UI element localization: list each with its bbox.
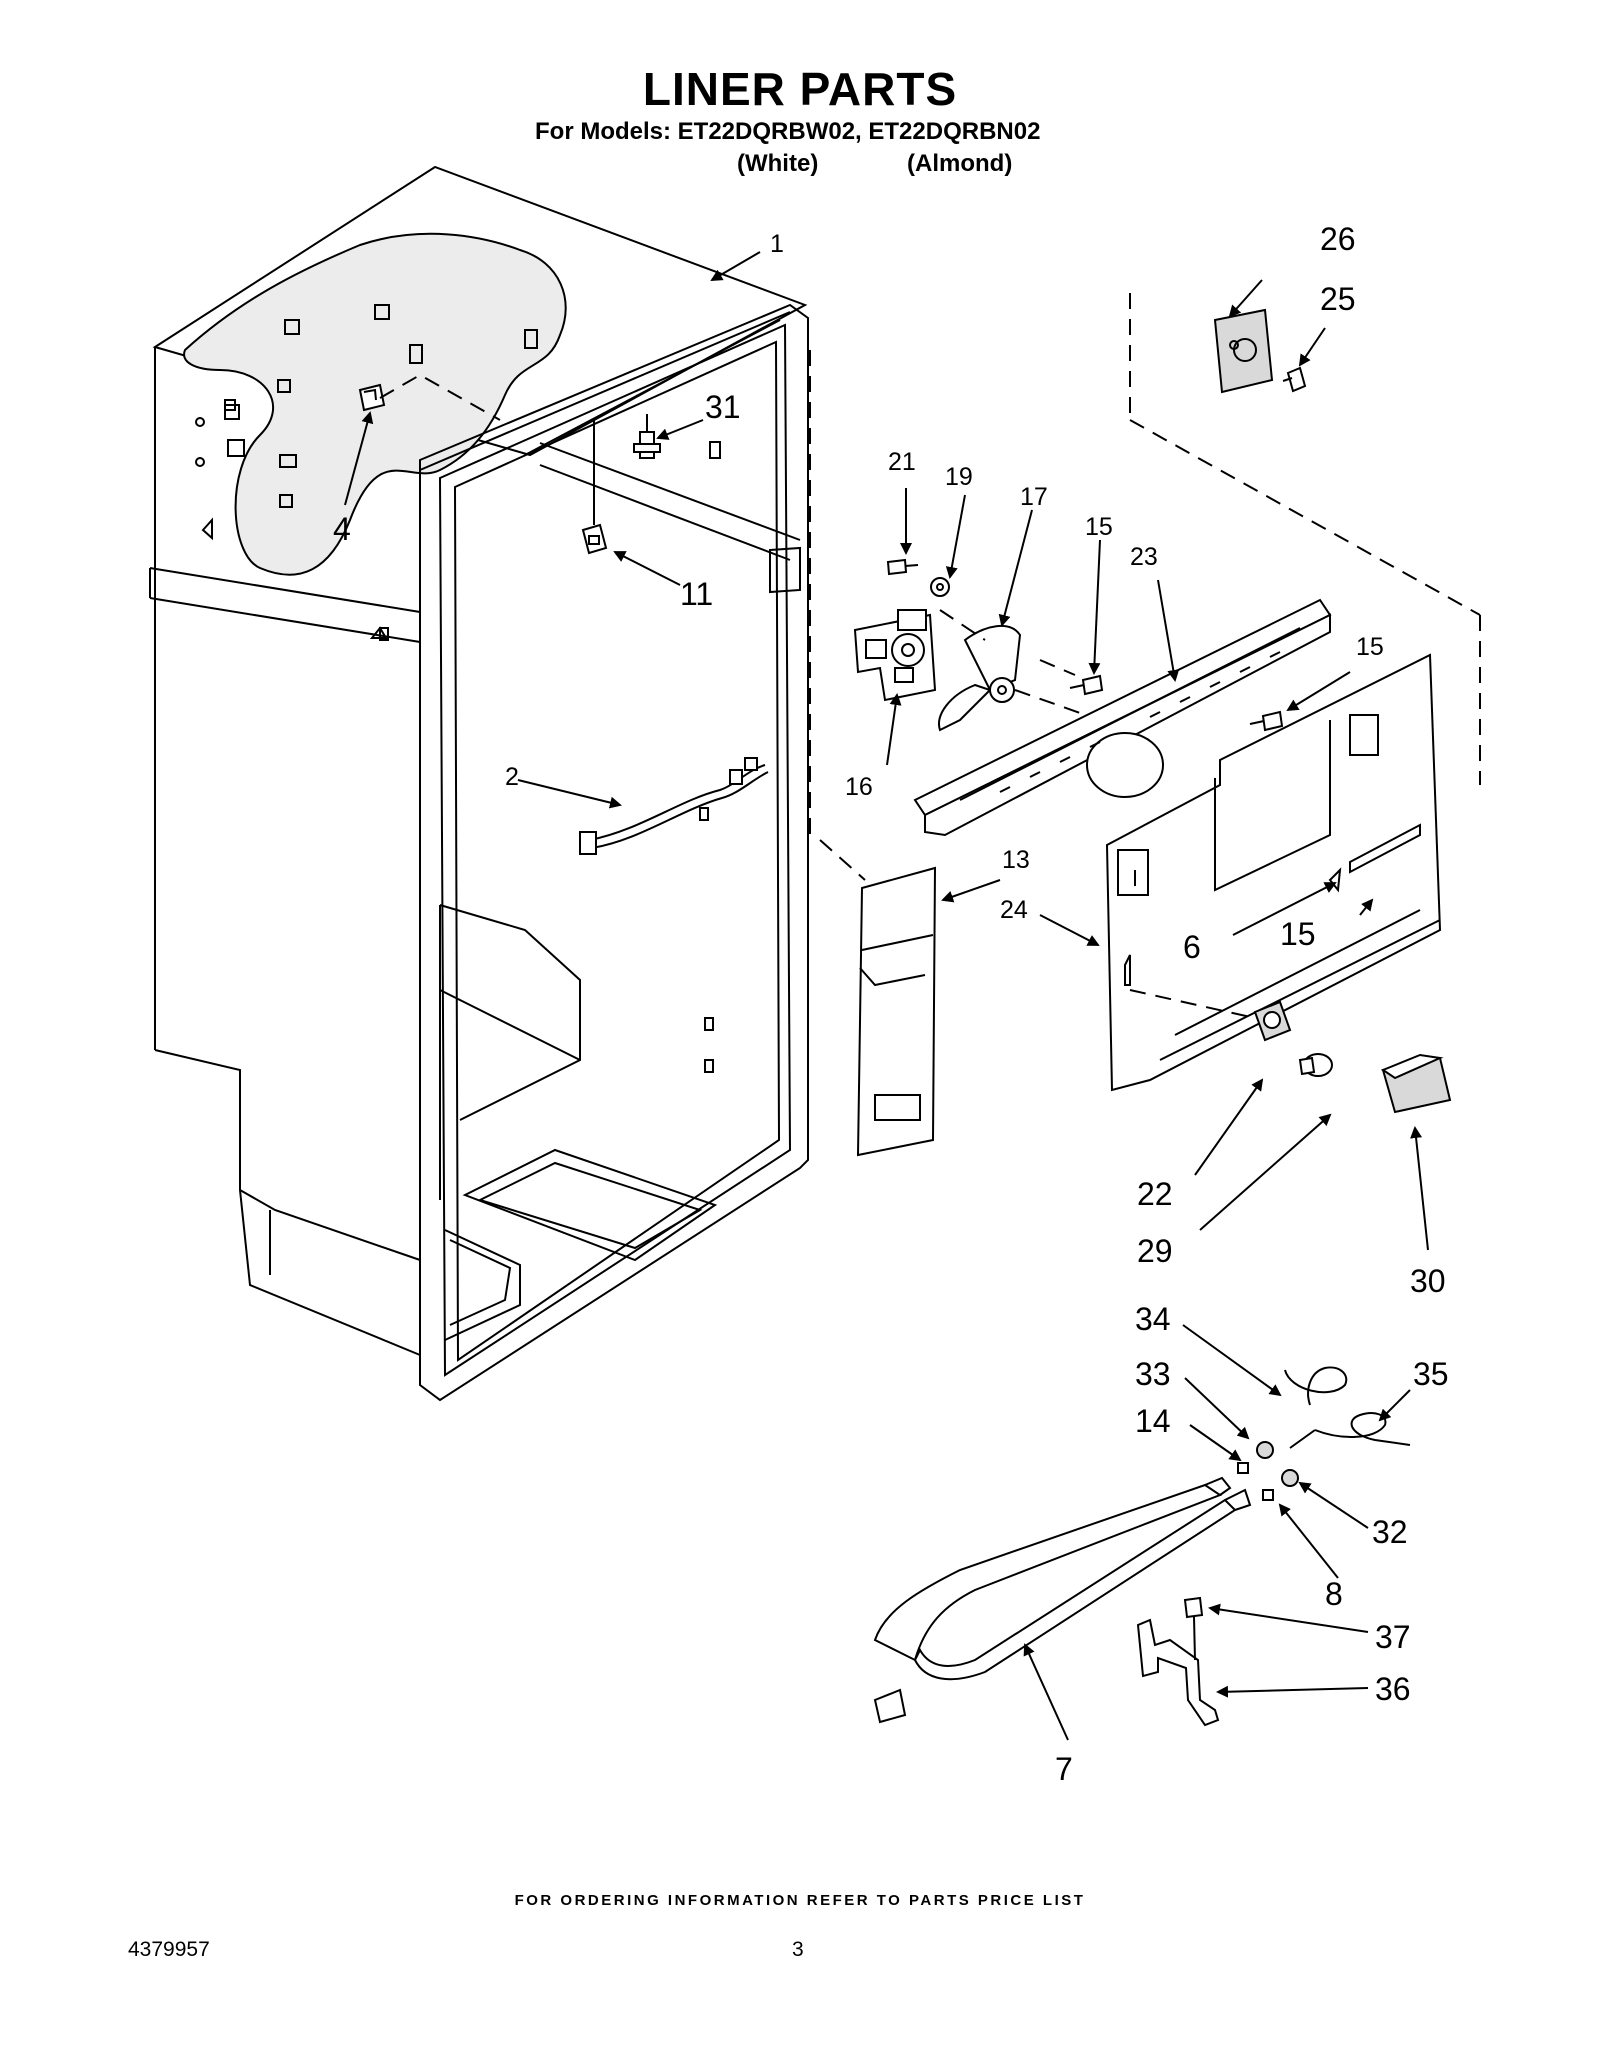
part-31-post bbox=[633, 414, 661, 459]
callout-25: 25 bbox=[1320, 281, 1356, 317]
callout-15b: 15 bbox=[1356, 633, 1384, 661]
leader-lines bbox=[344, 251, 1429, 1741]
lamp-assembly bbox=[1129, 989, 1452, 1114]
callout-15a: 15 bbox=[1085, 513, 1113, 541]
callout-22: 22 bbox=[1137, 1176, 1173, 1212]
drain-parts bbox=[1237, 1366, 1411, 1501]
part-7-drain-heater bbox=[873, 1476, 1252, 1724]
callout-2: 2 bbox=[505, 763, 519, 791]
cabinet-liner bbox=[149, 165, 809, 1402]
color-almond-label: (Almond) bbox=[907, 150, 1013, 177]
callout-29: 29 bbox=[1137, 1233, 1173, 1269]
callout-31: 31 bbox=[705, 389, 741, 425]
callout-16: 16 bbox=[845, 773, 873, 801]
callout-8: 8 bbox=[1325, 1576, 1343, 1612]
part-2-wire-harness bbox=[579, 757, 769, 855]
document-number: 4379957 bbox=[128, 1938, 210, 1961]
fan-motor-assembly bbox=[853, 558, 1101, 732]
callout-7: 7 bbox=[1055, 1751, 1073, 1787]
part-11-switch bbox=[581, 420, 608, 555]
callout-24: 24 bbox=[1000, 896, 1028, 924]
models-line: For Models: ET22DQRBW02, ET22DQRBN02 bbox=[535, 118, 1041, 145]
callout-6: 6 bbox=[1183, 929, 1201, 965]
callout-21: 21 bbox=[888, 448, 916, 476]
page-number: 3 bbox=[792, 1938, 804, 1961]
page-title: LINER PARTS bbox=[642, 63, 958, 115]
callout-37: 37 bbox=[1375, 1619, 1411, 1655]
parts-26-25-inset bbox=[1129, 293, 1481, 785]
callout-34: 34 bbox=[1135, 1301, 1171, 1337]
callout-33: 33 bbox=[1135, 1356, 1171, 1392]
part-23-grille bbox=[913, 598, 1332, 837]
ordering-note: FOR ORDERING INFORMATION REFER TO PARTS … bbox=[514, 1892, 1086, 1909]
part-24-evaporator-cover bbox=[1105, 653, 1442, 1092]
callout-36: 36 bbox=[1375, 1671, 1411, 1707]
parts-36-37 bbox=[1136, 1596, 1220, 1727]
part-13-duct bbox=[809, 350, 937, 1157]
callout-23: 23 bbox=[1130, 543, 1158, 571]
part-4-bracket bbox=[358, 373, 501, 421]
callout-17: 17 bbox=[1020, 483, 1048, 511]
callout-labels: 1 2 4 6 7 8 11 13 14 15 15 15 16 17 19 2… bbox=[333, 221, 1449, 1787]
callout-32: 32 bbox=[1372, 1514, 1408, 1550]
color-white-label: (White) bbox=[737, 150, 819, 177]
callout-15c: 15 bbox=[1280, 916, 1316, 952]
callout-4: 4 bbox=[333, 511, 351, 547]
callout-35: 35 bbox=[1413, 1356, 1449, 1392]
callout-26: 26 bbox=[1320, 221, 1356, 257]
callout-1: 1 bbox=[770, 230, 784, 258]
callout-14: 14 bbox=[1135, 1403, 1171, 1439]
callout-30: 30 bbox=[1410, 1263, 1446, 1299]
callout-19: 19 bbox=[945, 463, 973, 491]
callout-11: 11 bbox=[680, 576, 713, 612]
callout-13: 13 bbox=[1002, 846, 1030, 874]
